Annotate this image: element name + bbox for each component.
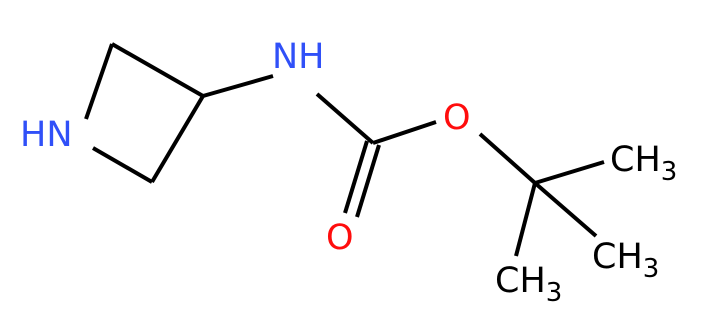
tert-butyl-group	[514, 160, 605, 257]
methyl-lower-right-label: CH3	[592, 237, 659, 284]
azetidine-ring	[84, 42, 205, 184]
carbamate-chain	[202, 74, 537, 218]
ester-oxygen-label: O	[443, 98, 471, 138]
amide-nh-label: NH	[272, 37, 325, 77]
bond-c3-nh	[202, 74, 274, 98]
bond-carbonyl-double-a	[343, 140, 369, 214]
ring-nh-label: HN	[20, 115, 73, 155]
bond-c4-n	[92, 146, 153, 184]
bond-carbonyl-double-b	[355, 144, 381, 218]
bond-n-c2	[84, 43, 114, 120]
bond-carbonyl-oester	[372, 120, 437, 145]
bond-cq-ch3-bottom	[514, 182, 537, 257]
carbonyl-oxygen-label: O	[326, 218, 354, 258]
bond-cq-ch3-right	[534, 160, 605, 185]
bond-nh-carbonyl	[315, 92, 375, 145]
bond-c2-c3	[111, 42, 204, 98]
bond-c3-c4	[150, 94, 205, 184]
methyl-right-label: CH3	[610, 140, 677, 187]
bond-cq-ch3-lower-right	[533, 181, 598, 238]
methyl-bottom-label: CH3	[495, 261, 562, 308]
bond-oester-cq	[478, 132, 537, 185]
